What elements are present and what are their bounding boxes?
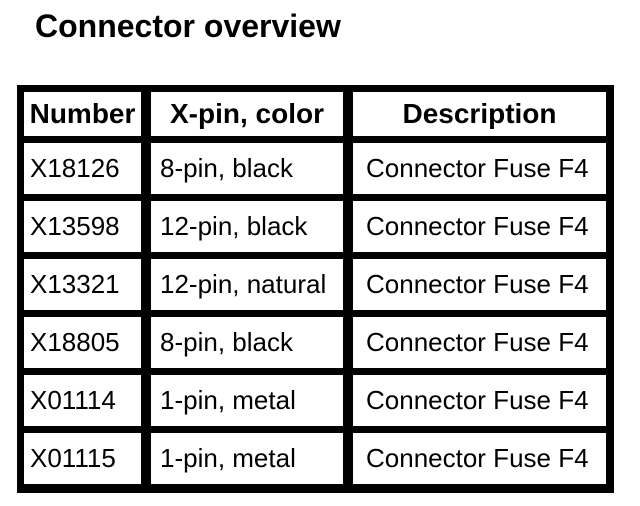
column-header-x-pin-color: X-pin, color xyxy=(151,92,343,136)
column-header-number: Number xyxy=(24,92,141,136)
table-cell: X13598 xyxy=(24,201,141,252)
table-cell: Connector Fuse F4 xyxy=(353,375,606,426)
table-cell: X18805 xyxy=(24,317,141,368)
table-cell: 12-pin, black xyxy=(151,201,343,252)
column-header-description: Description xyxy=(353,92,606,136)
table-cell: 1-pin, metal xyxy=(151,433,343,484)
table-cell: Connector Fuse F4 xyxy=(353,259,606,310)
table-cell: Connector Fuse F4 xyxy=(353,201,606,252)
table-cell: Connector Fuse F4 xyxy=(353,433,606,484)
table-cell: Connector Fuse F4 xyxy=(353,143,606,194)
table-cell: X01115 xyxy=(24,433,141,484)
table-cell: 8-pin, black xyxy=(151,143,343,194)
table-cell: X18126 xyxy=(24,143,141,194)
table-cell: Connector Fuse F4 xyxy=(353,317,606,368)
page-title: Connector overview xyxy=(35,8,341,44)
table-cell: X13321 xyxy=(24,259,141,310)
table-cell: X01114 xyxy=(24,375,141,426)
table-cell: 12-pin, natural xyxy=(151,259,343,310)
table-cell: 1-pin, metal xyxy=(151,375,343,426)
table-cell: 8-pin, black xyxy=(151,317,343,368)
